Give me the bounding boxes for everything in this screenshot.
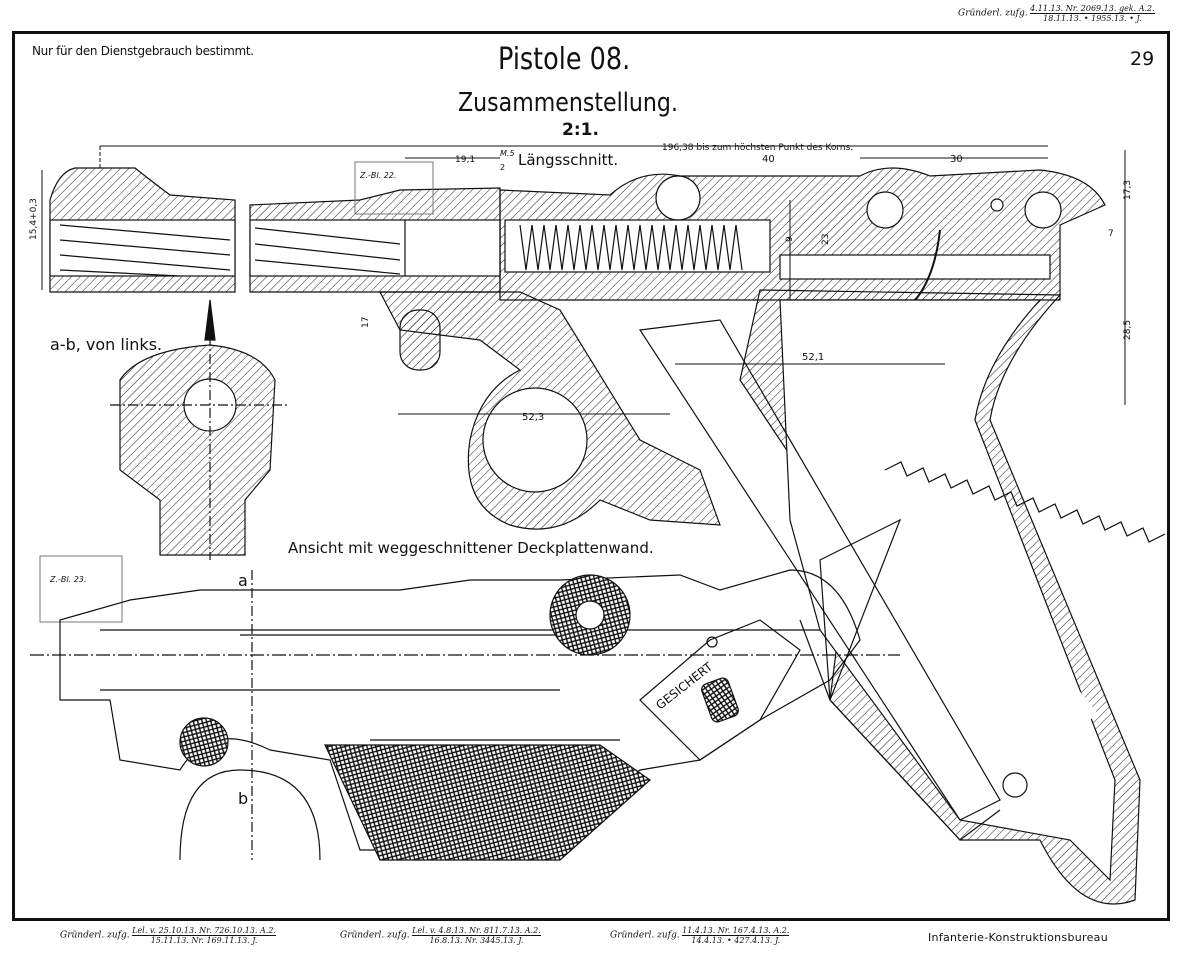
classification-label: Nur für den Dienstgebrauch bestimmt. [32,44,254,58]
detail-ref-22: Z.-Bl. 22. [359,171,396,180]
scale-label: 2:1. [562,120,599,140]
footer-note-3: Gründerl. zufg. 11.4.13. Nr. 167.4.13. A… [610,926,790,945]
dim-m5: M.5 [500,149,515,158]
drawing-frame [12,31,1170,921]
detail-ref-23-box [39,555,123,623]
footer-note-prefix: Gründerl. zufg. [60,930,130,941]
drawing-title: Pistole 08. [498,42,631,77]
footer-note-line2: 14.4.13. • 427.4.13. J. [691,936,781,945]
dim-40: 40 [762,154,775,165]
approval-prefix: Gründerl. zufg. [958,8,1028,19]
dim-17-3: 17,3 [1123,180,1133,200]
section-label: Längsschnitt. [518,151,618,169]
footer-note-line1: 11.4.13. Nr. 167.4.13. A.2. [682,926,790,936]
overall-dim-label: 196,38 bis zum höchsten Punkt des Korns. [662,143,853,153]
drawing-subtitle: Zusammenstellung. [458,88,678,118]
dim-52-3: 52,3 [522,412,544,423]
footer-note-prefix: Gründerl. zufg. [610,930,680,941]
approval-note-top: Gründerl. zufg. 4.11.13. Nr. 2069.13. ge… [958,4,1155,23]
approval-line2: 18.11.13. • 1955.13. • J. [1043,14,1142,23]
cut-mark-b: b [238,789,248,808]
detail-ref-22-box [354,161,434,215]
trigger-guard [379,291,721,530]
footer-note-line1: Lel. v. 25.10.13. Nr. 726.10.13. A.2. [132,926,276,936]
section-view-label: a-b, von links. [50,335,162,354]
footer-note-prefix: Gründerl. zufg. [340,930,410,941]
dim-28-5: 28,5 [1123,320,1133,340]
receiver-section [499,167,1106,326]
cut-mark-a: a [238,571,248,590]
detail-ref-23: Z.-Bl. 23. [49,575,86,584]
dim-17: 17 [361,317,371,328]
footer-note-1: Gründerl. zufg. Lel. v. 25.10.13. Nr. 72… [60,926,276,945]
bureau-label: Infanterie-Konstruktionsbureau [928,931,1108,944]
dim-23: 23 [821,234,831,245]
end-section-view [110,299,290,560]
barrel [49,167,501,293]
footer-note-2: Gründerl. zufg. Lel. v. 4.8.13. Nr. 811.… [340,926,541,945]
approval-line1: 4.11.13. Nr. 2069.13. gek. A.2. [1030,4,1155,14]
side-view [30,518,1001,861]
dim-19-1: 19,1 [455,155,475,165]
sheet-number: 29 [1130,48,1155,70]
footer-note-line2: 16.8.13. Nr. 3445.13. J. [429,936,524,945]
footer-note-line1: Lel. v. 4.8.13. Nr. 811.7.13. A.2. [412,926,541,936]
dim-2: 2 [500,163,505,172]
dim-15-4: 15,4+0,3 [29,198,39,240]
dim-52-1: 52,1 [802,352,824,363]
grip [638,289,1166,905]
dim-7: 7 [1108,229,1114,239]
footer-note-line2: 15.11.13. Nr. 169.11.13. J. [150,936,258,945]
side-view-label: Ansicht mit weggeschnittener Deckplatten… [288,539,654,557]
dim-30: 30 [950,154,963,165]
overall-dimension [99,145,1048,170]
